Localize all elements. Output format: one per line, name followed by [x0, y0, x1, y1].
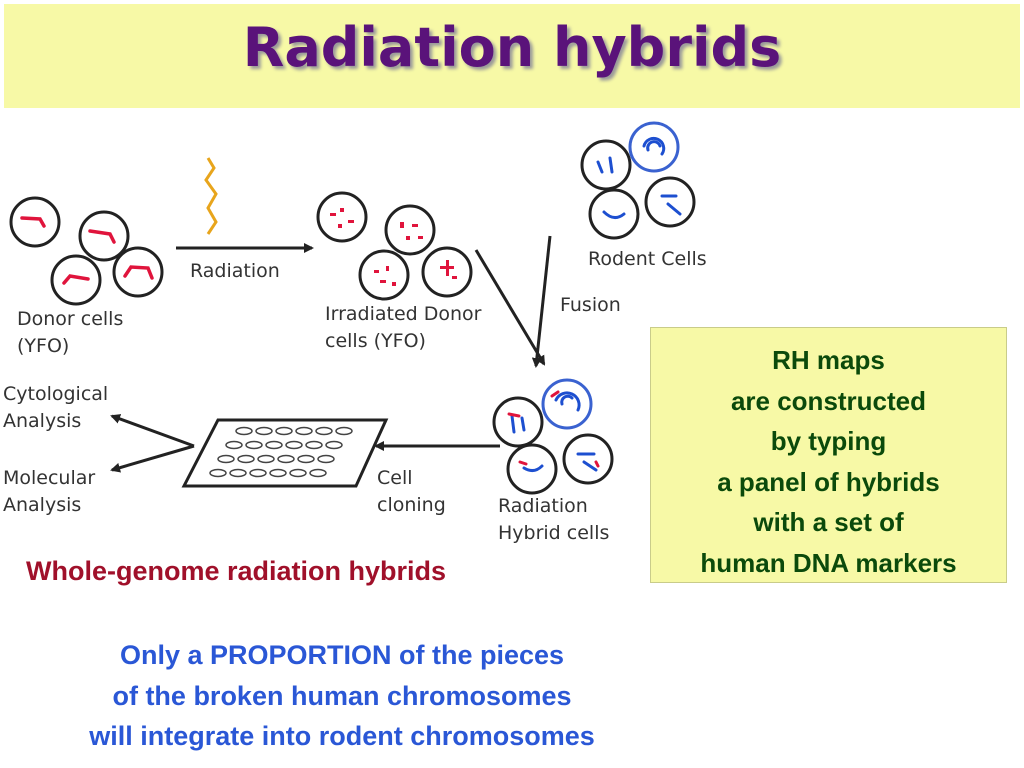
subtitle: Whole-genome radiation hybrids — [26, 556, 447, 586]
clone-wells — [209, 426, 353, 478]
info-line: human DNA markers — [700, 547, 957, 578]
info-line: with a set of — [753, 507, 904, 537]
page-title: Radiation hybrids — [242, 16, 782, 79]
radiation-label: Radiation — [190, 260, 280, 282]
fusion-label: Fusion — [560, 294, 621, 316]
title-bar: Radiation hybrids — [4, 4, 1020, 108]
rodent-chromosomes — [510, 136, 682, 473]
donor-cell — [9, 196, 61, 248]
hybrid-cell-blue — [541, 378, 593, 430]
cytological-arrow — [110, 414, 195, 448]
donor-cell — [50, 254, 102, 306]
proportion-note: Only a PROPORTION of the pieces of the b… — [0, 635, 684, 757]
irradiated-cell — [358, 249, 410, 301]
rodent-cells-label: Rodent Cells — [588, 248, 707, 270]
fusion-arrow-1 — [474, 249, 546, 366]
donor-cell — [78, 210, 130, 262]
donor-cell — [112, 246, 164, 298]
donor-chromosomes — [20, 216, 154, 285]
note-line: of the broken human chromosomes — [112, 680, 572, 711]
rodent-cell — [644, 176, 696, 228]
info-line: RH maps — [772, 345, 885, 375]
donor-cells-label: Donor cells(YFO) — [17, 308, 124, 357]
radiation-wave — [204, 157, 218, 235]
irradiated-cell — [316, 191, 368, 243]
rodent-cell-blue — [628, 121, 680, 173]
info-line: a panel of hybrids — [717, 466, 940, 497]
rh-maps-box: RH maps are constructed by typing a pane… — [650, 327, 1007, 583]
irradiated-cell — [384, 204, 436, 256]
note-line: Only a PROPORTION of the pieces — [119, 640, 565, 670]
hybrid-cell — [492, 396, 544, 448]
chromosome-fragments — [330, 208, 457, 286]
rodent-cell — [588, 188, 640, 240]
hybrid-cell — [506, 443, 558, 495]
rodent-cell — [580, 139, 632, 191]
info-line: by typing — [770, 426, 887, 456]
molecular-arrow — [110, 444, 195, 473]
info-line: are constructed — [730, 385, 927, 416]
hybrid-cell — [562, 433, 614, 485]
note-line: will integrate into rodent chromosomes — [89, 721, 595, 751]
fusion-arrow-2 — [531, 235, 552, 368]
